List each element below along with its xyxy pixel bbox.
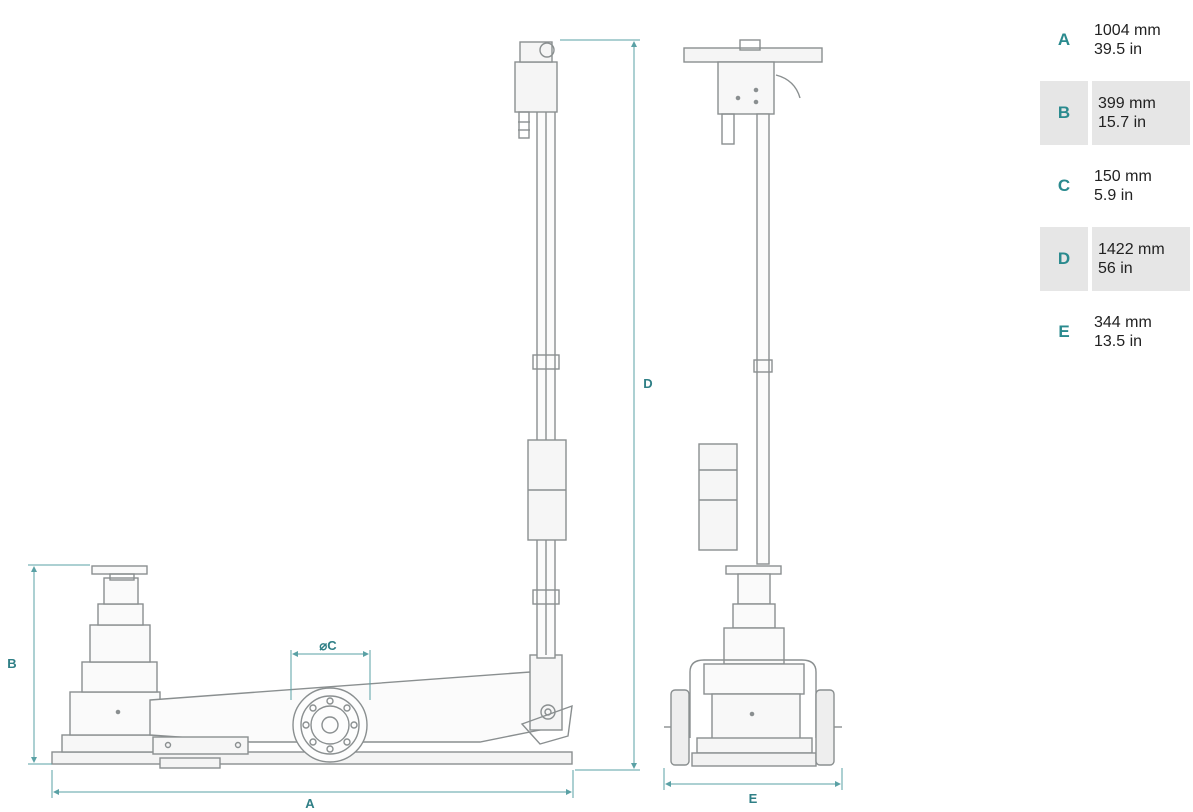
dimension-legend: A 1004 mm 39.5 in B 399 mm 15.7 in C 150… <box>1040 8 1190 373</box>
dimension-labels: A B ⌀C D E <box>7 376 757 811</box>
legend-row-c: C 150 mm 5.9 in <box>1040 154 1190 218</box>
technical-drawing: A B ⌀C D E <box>7 39 843 811</box>
value-mm: 344 mm <box>1094 314 1152 331</box>
legend-value: 1004 mm 39.5 in <box>1088 8 1190 72</box>
value-in: 39.5 in <box>1094 41 1143 58</box>
dim-label-c: ⌀C <box>319 638 337 653</box>
value-in: 5.9 in <box>1094 187 1134 204</box>
dim-label-e: E <box>749 791 758 806</box>
legend-letter: B <box>1040 81 1088 145</box>
legend-value: 150 mm 5.9 in <box>1088 154 1190 218</box>
legend-letter: D <box>1040 227 1088 291</box>
value-mm: 399 mm <box>1098 95 1156 112</box>
legend-value: 399 mm 15.7 in <box>1092 81 1190 145</box>
value-mm: 1422 mm <box>1098 241 1165 258</box>
value-in: 56 in <box>1098 260 1133 277</box>
legend-row-d: D 1422 mm 56 in <box>1040 227 1190 291</box>
legend-letter: C <box>1057 176 1071 195</box>
legend-letter: E <box>1058 322 1070 341</box>
front-view <box>664 39 842 767</box>
legend-value: 1422 mm 56 in <box>1092 227 1190 291</box>
value-mm: 1004 mm <box>1094 22 1161 39</box>
dim-label-b: B <box>7 656 16 671</box>
dim-label-a: A <box>305 796 315 811</box>
value-in: 15.7 in <box>1098 114 1147 131</box>
dimension-lines <box>28 39 843 798</box>
legend-row-a: A 1004 mm 39.5 in <box>1040 8 1190 72</box>
legend-row-b: B 399 mm 15.7 in <box>1040 81 1190 145</box>
value-in: 13.5 in <box>1094 333 1143 350</box>
legend-letter: A <box>1057 30 1071 49</box>
legend-value: 344 mm 13.5 in <box>1088 300 1190 364</box>
value-mm: 150 mm <box>1094 168 1152 185</box>
dim-label-d: D <box>643 376 652 391</box>
legend-row-e: E 344 mm 13.5 in <box>1040 300 1190 364</box>
side-view <box>51 41 573 769</box>
